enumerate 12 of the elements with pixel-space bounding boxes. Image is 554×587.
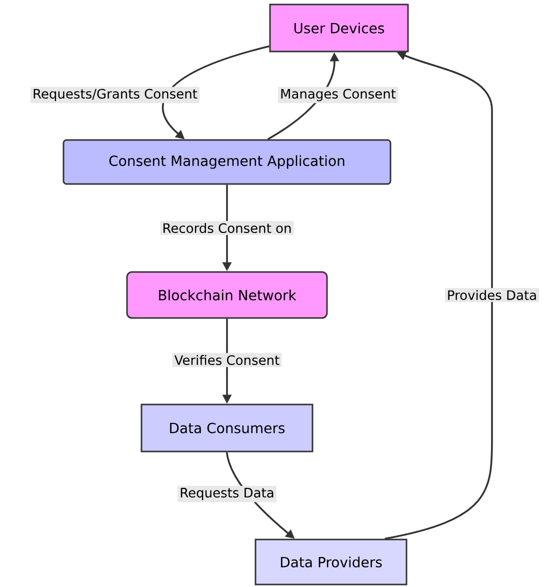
process-box: Consent Management Application bbox=[62, 139, 392, 185]
edge-label: Requests Data bbox=[178, 486, 276, 502]
process-box: User Devices bbox=[269, 4, 409, 52]
arrow bbox=[384, 51, 493, 540]
edge-label: Provides Data bbox=[444, 288, 540, 302]
edge-label: Requests/Grants Consent bbox=[30, 86, 200, 104]
process-box: Blockchain Network bbox=[126, 271, 328, 319]
edge-label: Records Consent on bbox=[160, 220, 294, 236]
edge-label: Verifies Consent bbox=[172, 352, 282, 368]
process-box: Data Providers bbox=[254, 538, 408, 586]
process-box: Data Consumers bbox=[140, 404, 314, 452]
edge-label: Manages Consent bbox=[278, 86, 398, 104]
